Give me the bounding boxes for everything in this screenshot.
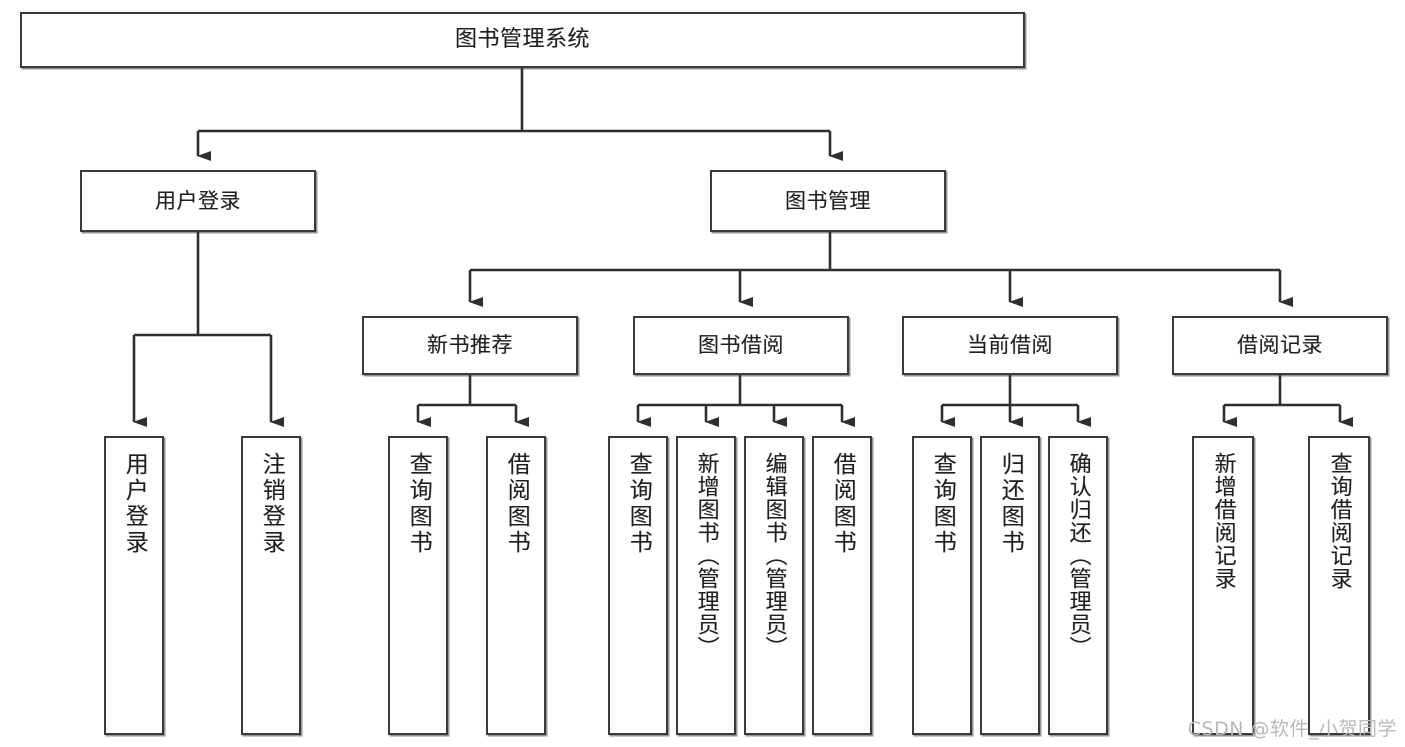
leaf-label: 查询图书: [625, 452, 652, 556]
leaf-label: 确认归还（管理员）: [1065, 452, 1091, 659]
leaf-record-query-record[interactable]: 查询借阅记录: [1308, 436, 1370, 735]
node-book-management-label: 图书管理: [785, 188, 871, 213]
leaf-current-return-book[interactable]: 归还图书: [980, 436, 1040, 735]
node-root[interactable]: 图书管理系统: [20, 12, 1025, 68]
leaf-label: 借阅图书: [829, 452, 856, 556]
leaf-record-add-record[interactable]: 新增借阅记录: [1192, 436, 1254, 735]
leaf-current-confirm-return-admin[interactable]: 确认归还（管理员）: [1048, 436, 1108, 735]
leaf-label: 新增图书（管理员）: [693, 452, 719, 659]
leaf-label: 查询图书: [929, 452, 956, 556]
node-book-borrow[interactable]: 图书借阅: [633, 316, 849, 375]
node-new-book-recommend-label: 新书推荐: [427, 333, 513, 358]
leaf-label: 查询借阅记录: [1326, 452, 1352, 590]
node-new-book-recommend[interactable]: 新书推荐: [362, 316, 578, 375]
leaf-label: 注销登录: [258, 452, 285, 556]
leaf-label: 新增借阅记录: [1210, 452, 1236, 590]
leaf-label: 归还图书: [997, 452, 1024, 556]
node-book-borrow-label: 图书借阅: [698, 333, 784, 358]
node-borrow-record-label: 借阅记录: [1237, 333, 1323, 358]
leaf-new-book-borrow[interactable]: 借阅图书: [486, 436, 546, 735]
node-current-borrow[interactable]: 当前借阅: [902, 316, 1118, 375]
leaf-borrow-borrow-book[interactable]: 借阅图书: [812, 436, 872, 735]
leaf-borrow-add-book-admin[interactable]: 新增图书（管理员）: [676, 436, 736, 735]
node-borrow-record[interactable]: 借阅记录: [1172, 316, 1388, 375]
node-user-login[interactable]: 用户登录: [80, 170, 316, 232]
leaf-borrow-edit-book-admin[interactable]: 编辑图书（管理员）: [744, 436, 804, 735]
leaf-label: 借阅图书: [503, 452, 530, 556]
leaf-user-login-login[interactable]: 用户登录: [104, 436, 164, 735]
node-user-login-label: 用户登录: [155, 188, 241, 213]
leaf-label: 编辑图书（管理员）: [761, 452, 787, 659]
leaf-user-login-logout[interactable]: 注销登录: [241, 436, 301, 735]
leaf-label: 用户登录: [121, 452, 148, 556]
node-root-label: 图书管理系统: [454, 27, 590, 53]
node-current-borrow-label: 当前借阅: [967, 333, 1053, 358]
csdn-watermark: CSDN @软件_小贺同学: [1187, 718, 1397, 740]
leaf-borrow-query-book[interactable]: 查询图书: [608, 436, 668, 735]
leaf-new-book-query[interactable]: 查询图书: [388, 436, 448, 735]
leaf-label: 查询图书: [405, 452, 432, 556]
leaf-current-query-book[interactable]: 查询图书: [912, 436, 972, 735]
node-book-management[interactable]: 图书管理: [710, 170, 946, 232]
